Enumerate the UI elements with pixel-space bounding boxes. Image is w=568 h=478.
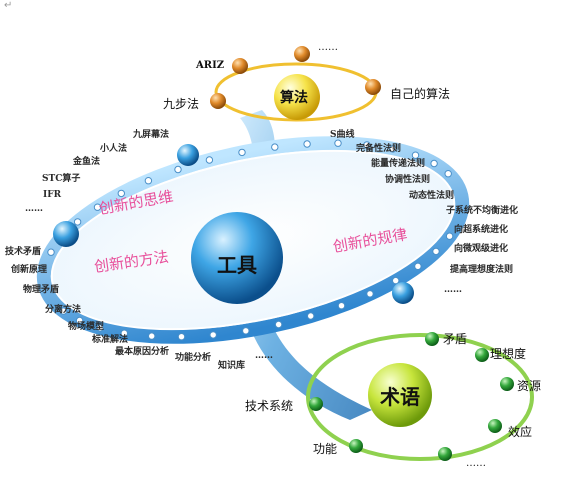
ring-dot [174, 165, 182, 174]
ring-sphere-top [177, 144, 199, 166]
node-resource [500, 377, 514, 391]
right-item: S曲线 [330, 128, 355, 140]
ring-dot [117, 189, 126, 198]
algorithm-label: 算法 [280, 89, 308, 106]
ring-dots [47, 139, 454, 341]
left-item: 分离方法 [45, 303, 81, 315]
ring-dot [430, 159, 438, 168]
left-item: 九屏幕法 [132, 128, 169, 140]
connector-beam [240, 110, 372, 420]
left-item: 技术矛盾 [5, 245, 41, 257]
ring-dot [445, 232, 454, 240]
node-ideality [475, 348, 489, 362]
ring-dot [274, 320, 283, 329]
left-item: IFR [43, 190, 62, 200]
left-item: 创新原理 [10, 263, 47, 275]
left-item: …… [255, 351, 273, 361]
label-ideality: 理想度 [490, 346, 526, 361]
terminology-ring [306, 333, 534, 461]
ring-dot [96, 324, 104, 332]
ring-dot [205, 156, 214, 164]
tool-sphere [191, 212, 283, 304]
ring-dot [93, 203, 102, 211]
left-item: 知识库 [217, 359, 245, 371]
ring-dot [73, 218, 82, 226]
right-item: 向超系统进化 [454, 223, 508, 235]
right-item: 能量传递法则 [371, 157, 425, 169]
label-nine-step: 九步法 [163, 97, 199, 111]
ring-dot [366, 290, 374, 298]
left-item: 金鱼法 [72, 155, 100, 167]
left-item: STC算子 [42, 172, 80, 184]
label-own-algorithm: 自己的算法 [390, 86, 450, 101]
ring-dot [120, 329, 129, 337]
ring-dot [334, 139, 342, 147]
ring-dot [144, 177, 153, 185]
node-tech-system [309, 397, 323, 411]
label-function: 功能 [313, 442, 337, 456]
label-bottom-etc: …… [466, 458, 486, 469]
ring-dot [271, 143, 279, 151]
return-mark: ↵ [4, 0, 13, 11]
ring-dot [238, 148, 246, 157]
right-item: …… [444, 285, 462, 295]
label-contradiction: 矛盾 [443, 332, 467, 346]
terminology-label: 术语 [380, 385, 420, 409]
ring-dot [177, 333, 186, 341]
node-function [349, 439, 363, 453]
node-contradiction [425, 332, 439, 346]
label-ariz: ARIZ [195, 60, 224, 71]
ring-dot [307, 312, 315, 320]
label-effect: 效应 [508, 424, 532, 439]
node-own-algorithm [365, 79, 381, 95]
ring-dot [363, 141, 371, 149]
node-effect [488, 419, 502, 433]
ring-dot [389, 145, 397, 153]
tool-label: 工具 [217, 253, 257, 277]
ring-dot [444, 170, 452, 178]
ring-dot [75, 316, 84, 325]
left-item: 物理矛盾 [23, 283, 59, 295]
left-item: 最本原因分析 [115, 345, 169, 357]
left-item: 标准解法 [91, 333, 128, 345]
left-item: 功能分析 [175, 351, 211, 363]
right-item: 提高理想度法则 [450, 263, 513, 275]
ring-dot [148, 332, 156, 340]
terminology-sphere [368, 363, 432, 427]
node-nine-step [210, 93, 226, 109]
label-resource: 资源 [517, 379, 541, 393]
right-item: 动态性法则 [409, 189, 454, 201]
ring-sphere-right [392, 282, 414, 304]
ring-dot [47, 248, 55, 256]
left-item: …… [25, 204, 43, 214]
label-tech-system: 技术系统 [245, 399, 293, 413]
node-ariz [232, 58, 248, 74]
left-item: 物场模型 [68, 320, 104, 332]
ring-dot [303, 140, 311, 148]
ring-sphere-left [53, 221, 79, 247]
ring-dot [392, 276, 400, 285]
label-top-etc: …… [318, 42, 338, 53]
ring-dot [414, 262, 422, 270]
node-top-etc [294, 46, 310, 62]
right-item: 完备性法则 [356, 142, 401, 154]
node-bottom-etc [438, 447, 452, 461]
ring-dot [411, 151, 420, 159]
ring-dot [242, 327, 250, 335]
right-item: 协调性法则 [385, 173, 430, 185]
ring-dot [432, 247, 440, 256]
right-item: 子系统不均衡进化 [446, 204, 518, 216]
ring-dot [209, 331, 217, 339]
right-item: 向微观级进化 [454, 242, 508, 254]
algorithm-sphere [274, 74, 320, 120]
ring-dot [59, 307, 68, 315]
ring-dot [337, 302, 346, 310]
left-item: 小人法 [99, 142, 127, 154]
